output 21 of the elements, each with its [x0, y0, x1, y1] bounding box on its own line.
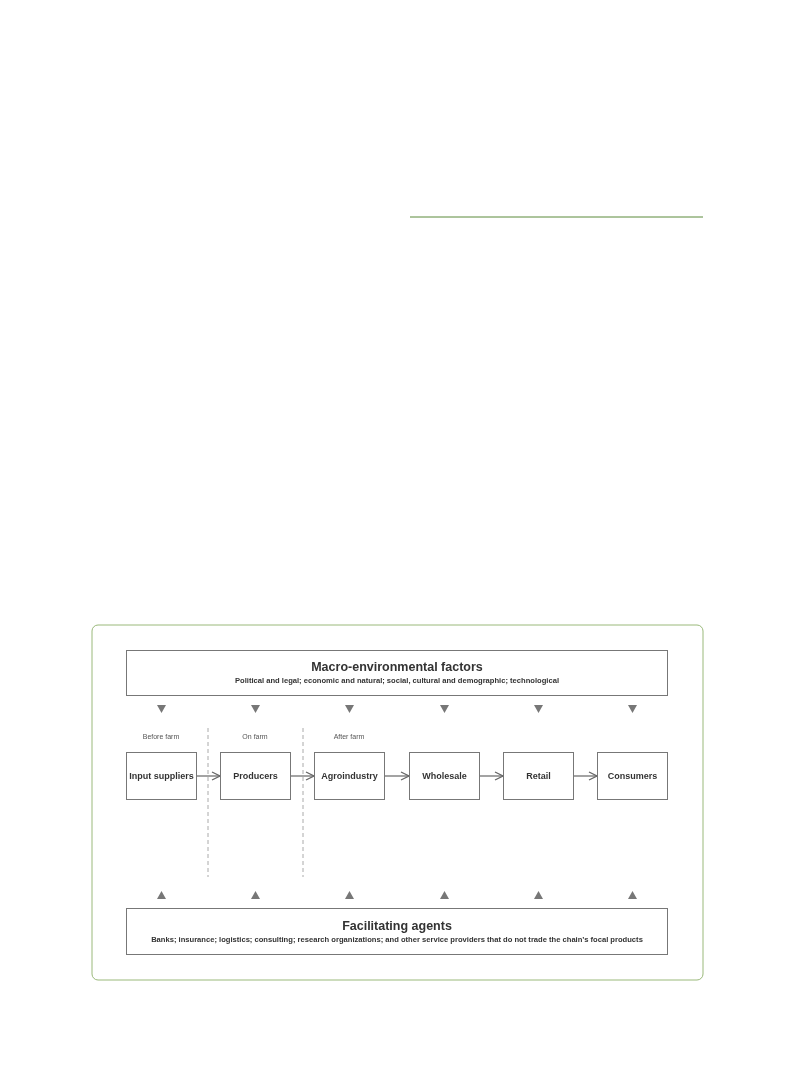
factor-band — [126, 908, 668, 955]
node-label: Agroindustry — [321, 770, 378, 782]
node-label: Consumers — [607, 770, 658, 782]
process-box — [220, 752, 291, 800]
arrow — [479, 771, 504, 781]
arrow — [384, 771, 410, 781]
process-box — [597, 752, 668, 800]
arrow — [290, 771, 315, 781]
node-label: Producers — [233, 770, 278, 782]
node-label: Input suppliers — [129, 770, 194, 782]
node-label: Retail — [526, 770, 551, 782]
arrow — [573, 771, 598, 781]
factor-band — [126, 650, 668, 696]
process-box — [126, 752, 197, 800]
band-heading: Macro-environmental factors — [311, 659, 483, 675]
band-heading: Facilitating agents — [342, 917, 452, 934]
process-box — [503, 752, 574, 800]
process-box — [409, 752, 480, 800]
process-box — [314, 752, 385, 800]
node-label: Wholesale — [422, 770, 467, 782]
arrow — [196, 771, 221, 781]
